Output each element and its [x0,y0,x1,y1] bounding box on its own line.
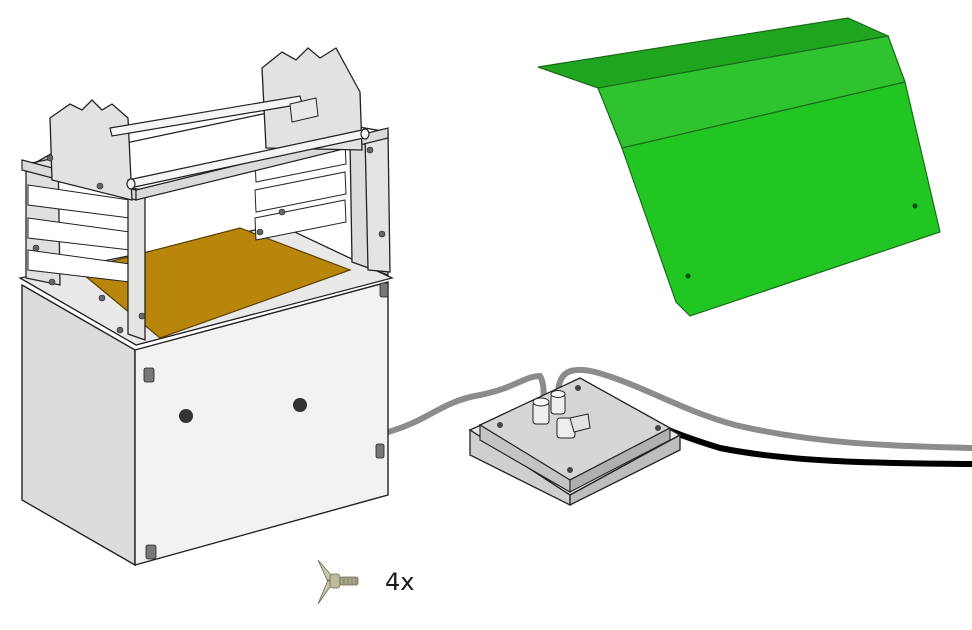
cable-gland [556,413,591,439]
enclosure-housing [18,47,394,567]
screw-hole [912,203,918,209]
screw-hole [685,273,691,279]
junction-box [468,377,682,507]
left-saddle [49,99,133,201]
knob [293,398,307,412]
knob [179,409,193,423]
wing-screw [143,282,389,560]
cable-gland [550,390,566,415]
cable-gland [532,397,550,425]
quantity-label: 4x [385,568,415,596]
green-cover [537,17,941,317]
wing-screw-icon [317,559,359,605]
